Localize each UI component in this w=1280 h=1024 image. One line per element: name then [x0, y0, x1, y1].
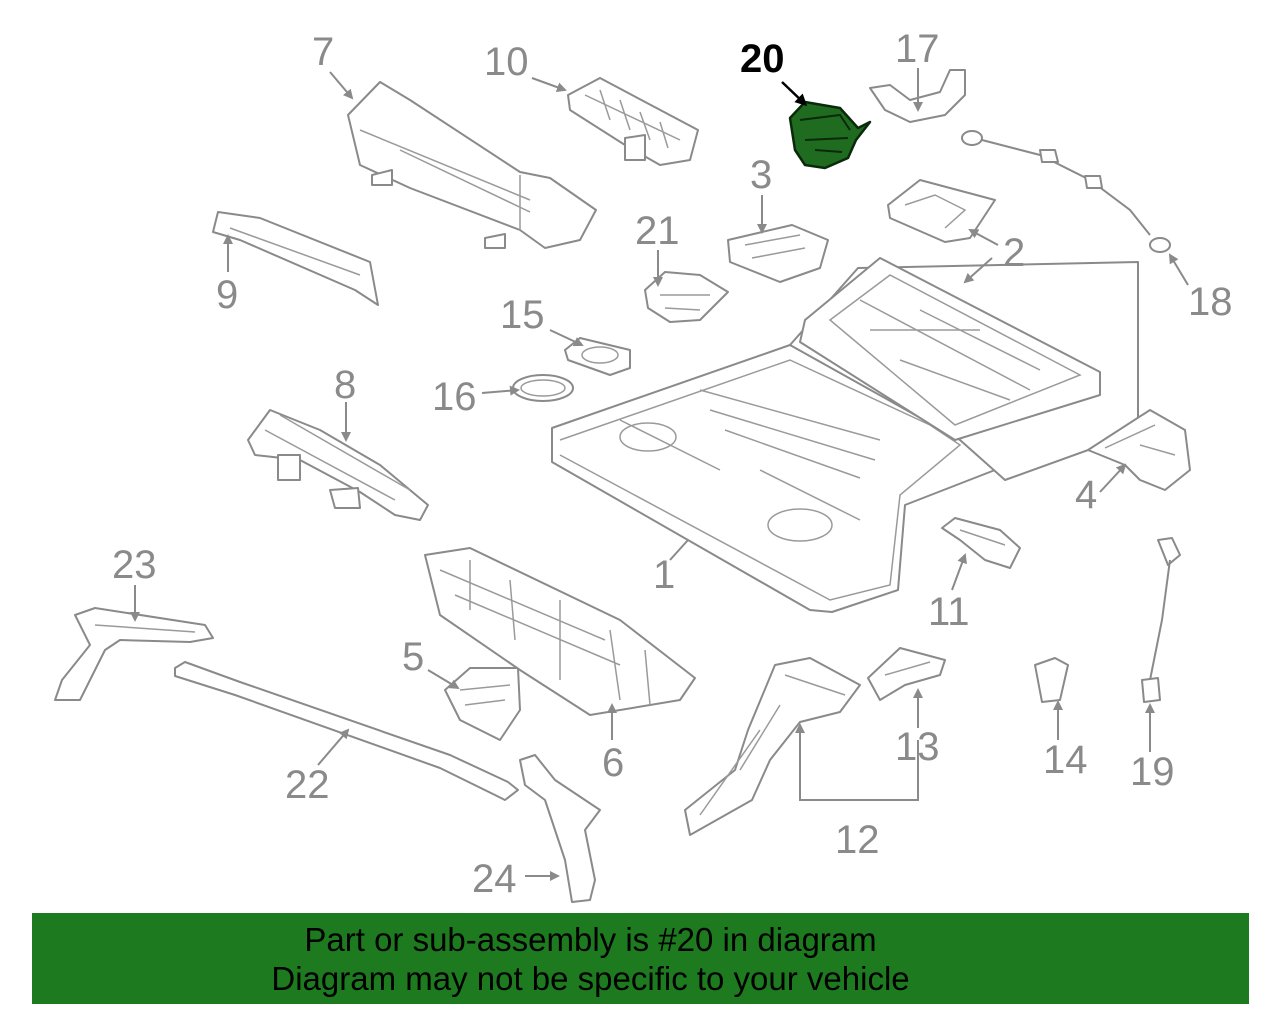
- banner-line-2: Diagram may not be specific to your vehi…: [271, 960, 910, 997]
- part-13-bracket: [867, 647, 946, 701]
- callout-13: 13: [895, 725, 940, 769]
- callout-8: 8: [334, 363, 356, 407]
- callout-1: 1: [653, 553, 675, 597]
- leader-lines: [130, 68, 1189, 881]
- part-14-bracket: [1034, 657, 1069, 703]
- callout-6: 6: [602, 741, 624, 785]
- part-3-bracket: [727, 224, 829, 283]
- callout-24: 24: [472, 857, 517, 901]
- callout-10: 10: [484, 40, 529, 84]
- callout-labels: 7 10 20 17 3 21 2 9 18 15 16 8 4 1 11 23…: [112, 27, 1233, 901]
- callout-21: 21: [635, 209, 680, 253]
- part-19-cable: [1141, 537, 1181, 703]
- callout-9: 9: [216, 273, 238, 317]
- part-6-crossmember: [424, 547, 696, 716]
- banner-line-1: Part or sub-assembly is #20 in diagram: [304, 921, 877, 958]
- part-12-wheelhouse: [684, 657, 861, 836]
- part-7-crossmember: [347, 81, 597, 249]
- part-21-bracket: [644, 271, 729, 323]
- part-5-bracket: [444, 667, 521, 741]
- callout-4: 4: [1075, 473, 1097, 517]
- part-4-bracket: [1087, 409, 1191, 491]
- callout-7: 7: [312, 30, 334, 74]
- part-8-rail: [247, 409, 429, 521]
- part-16-ring: [512, 374, 574, 402]
- callout-16: 16: [432, 375, 477, 419]
- part-10-rail: [567, 77, 699, 166]
- part-23-bracket: [54, 607, 214, 701]
- part-20-highlighted-bracket: [788, 100, 872, 170]
- part-24-pillar: [519, 754, 601, 903]
- callout-3: 3: [750, 153, 772, 197]
- part-17-bracket: [869, 69, 966, 123]
- callout-23: 23: [112, 543, 157, 587]
- callout-19: 19: [1130, 750, 1175, 794]
- callout-5: 5: [402, 635, 424, 679]
- part-2-rear-floor: [799, 179, 1101, 441]
- part-11-bracket: [941, 517, 1021, 569]
- part-9-rail: [212, 211, 379, 306]
- callout-14: 14: [1043, 738, 1088, 782]
- callout-22: 22: [285, 763, 330, 807]
- callout-18: 18: [1188, 280, 1233, 324]
- part-18-cable: [961, 130, 1171, 253]
- callout-2: 2: [1003, 231, 1025, 275]
- callout-17: 17: [895, 27, 940, 71]
- part-15-mount: [564, 337, 631, 376]
- callout-20: 20: [740, 37, 785, 81]
- callout-12: 12: [835, 818, 880, 862]
- callout-11: 11: [928, 590, 970, 634]
- callout-15: 15: [500, 293, 545, 337]
- info-banner: Part or sub-assembly is #20 in diagram D…: [32, 913, 1249, 1004]
